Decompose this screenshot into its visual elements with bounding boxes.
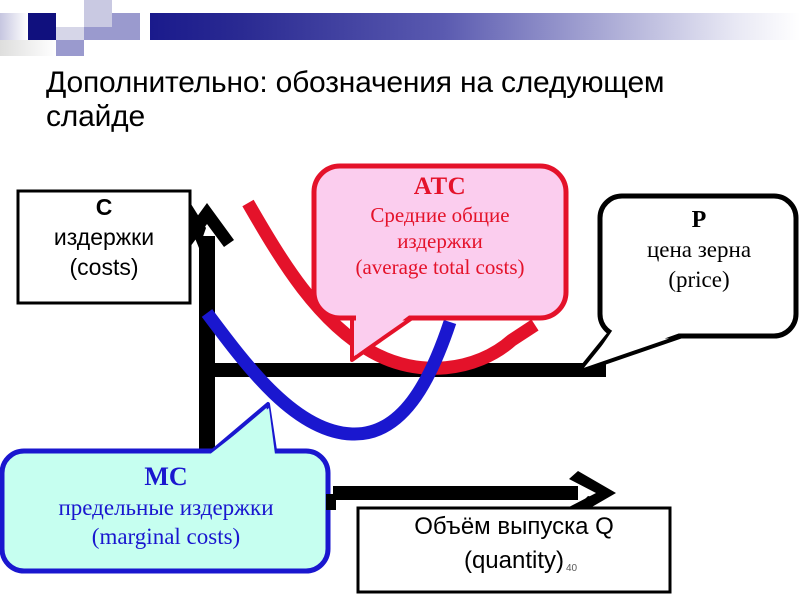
atc-callout-tail-fill	[356, 314, 411, 355]
atc-callout[interactable]	[311, 163, 569, 362]
banner-pixel	[112, 13, 140, 40]
mc-callout-anchor-dot	[326, 494, 336, 510]
y-axis-arrowhead	[180, 203, 234, 247]
atc-callout-box	[311, 163, 569, 321]
cost-callout-box	[16, 189, 192, 305]
banner-pixel	[84, 0, 112, 13]
price-callout[interactable]	[576, 193, 799, 374]
header-banner	[0, 0, 800, 56]
banner-pixel	[56, 27, 84, 40]
banner-pixel	[0, 13, 28, 40]
mc-callout-tail-fill	[200, 408, 276, 462]
cost-callout[interactable]	[16, 189, 206, 305]
banner-pixel	[28, 13, 56, 40]
price-callout-box	[597, 193, 799, 339]
atc-curve	[242, 199, 539, 375]
x-axis-line	[333, 486, 578, 500]
banner-pixel	[0, 40, 56, 56]
banner-pixel	[56, 40, 84, 56]
mc-callout[interactable]	[0, 402, 336, 574]
mc-curve	[201, 309, 457, 441]
page-number: 40	[566, 563, 578, 574]
price-callout-tail-fill	[588, 328, 694, 366]
quantity-callout-box	[356, 506, 672, 594]
slide-title: Дополнительно: обозначения на следующем …	[46, 66, 665, 133]
mc-callout-box	[0, 448, 331, 574]
quantity-callout[interactable]	[356, 496, 672, 594]
banner-gradient-bar	[150, 13, 800, 40]
banner-pixel	[84, 27, 112, 40]
